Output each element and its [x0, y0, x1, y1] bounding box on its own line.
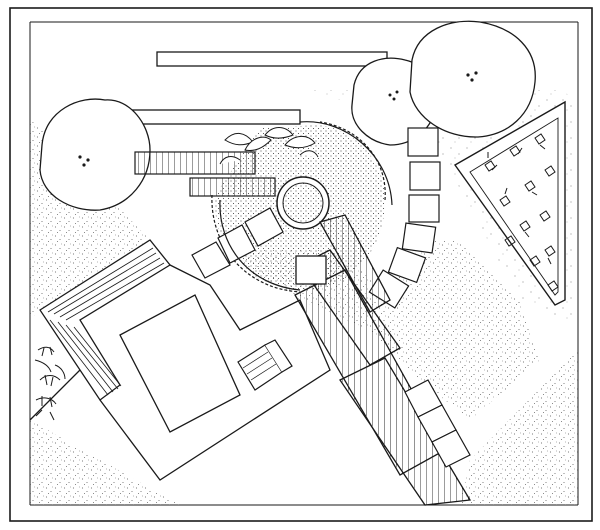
pavers-left [191, 207, 284, 279]
brick-edge [219, 121, 393, 291]
pavers-right [404, 379, 471, 468]
raised-bed [453, 100, 566, 306]
tree-right [409, 20, 536, 138]
lawn-patch [119, 294, 241, 433]
timber-beams [117, 51, 388, 125]
chair [237, 339, 293, 391]
l-bench [39, 239, 171, 401]
tree-left [39, 98, 151, 211]
plant-cluster [219, 127, 319, 165]
decking-path [294, 214, 472, 506]
water-bowl [276, 176, 330, 230]
bed-plants [484, 133, 559, 292]
fern-plants [34, 346, 66, 421]
